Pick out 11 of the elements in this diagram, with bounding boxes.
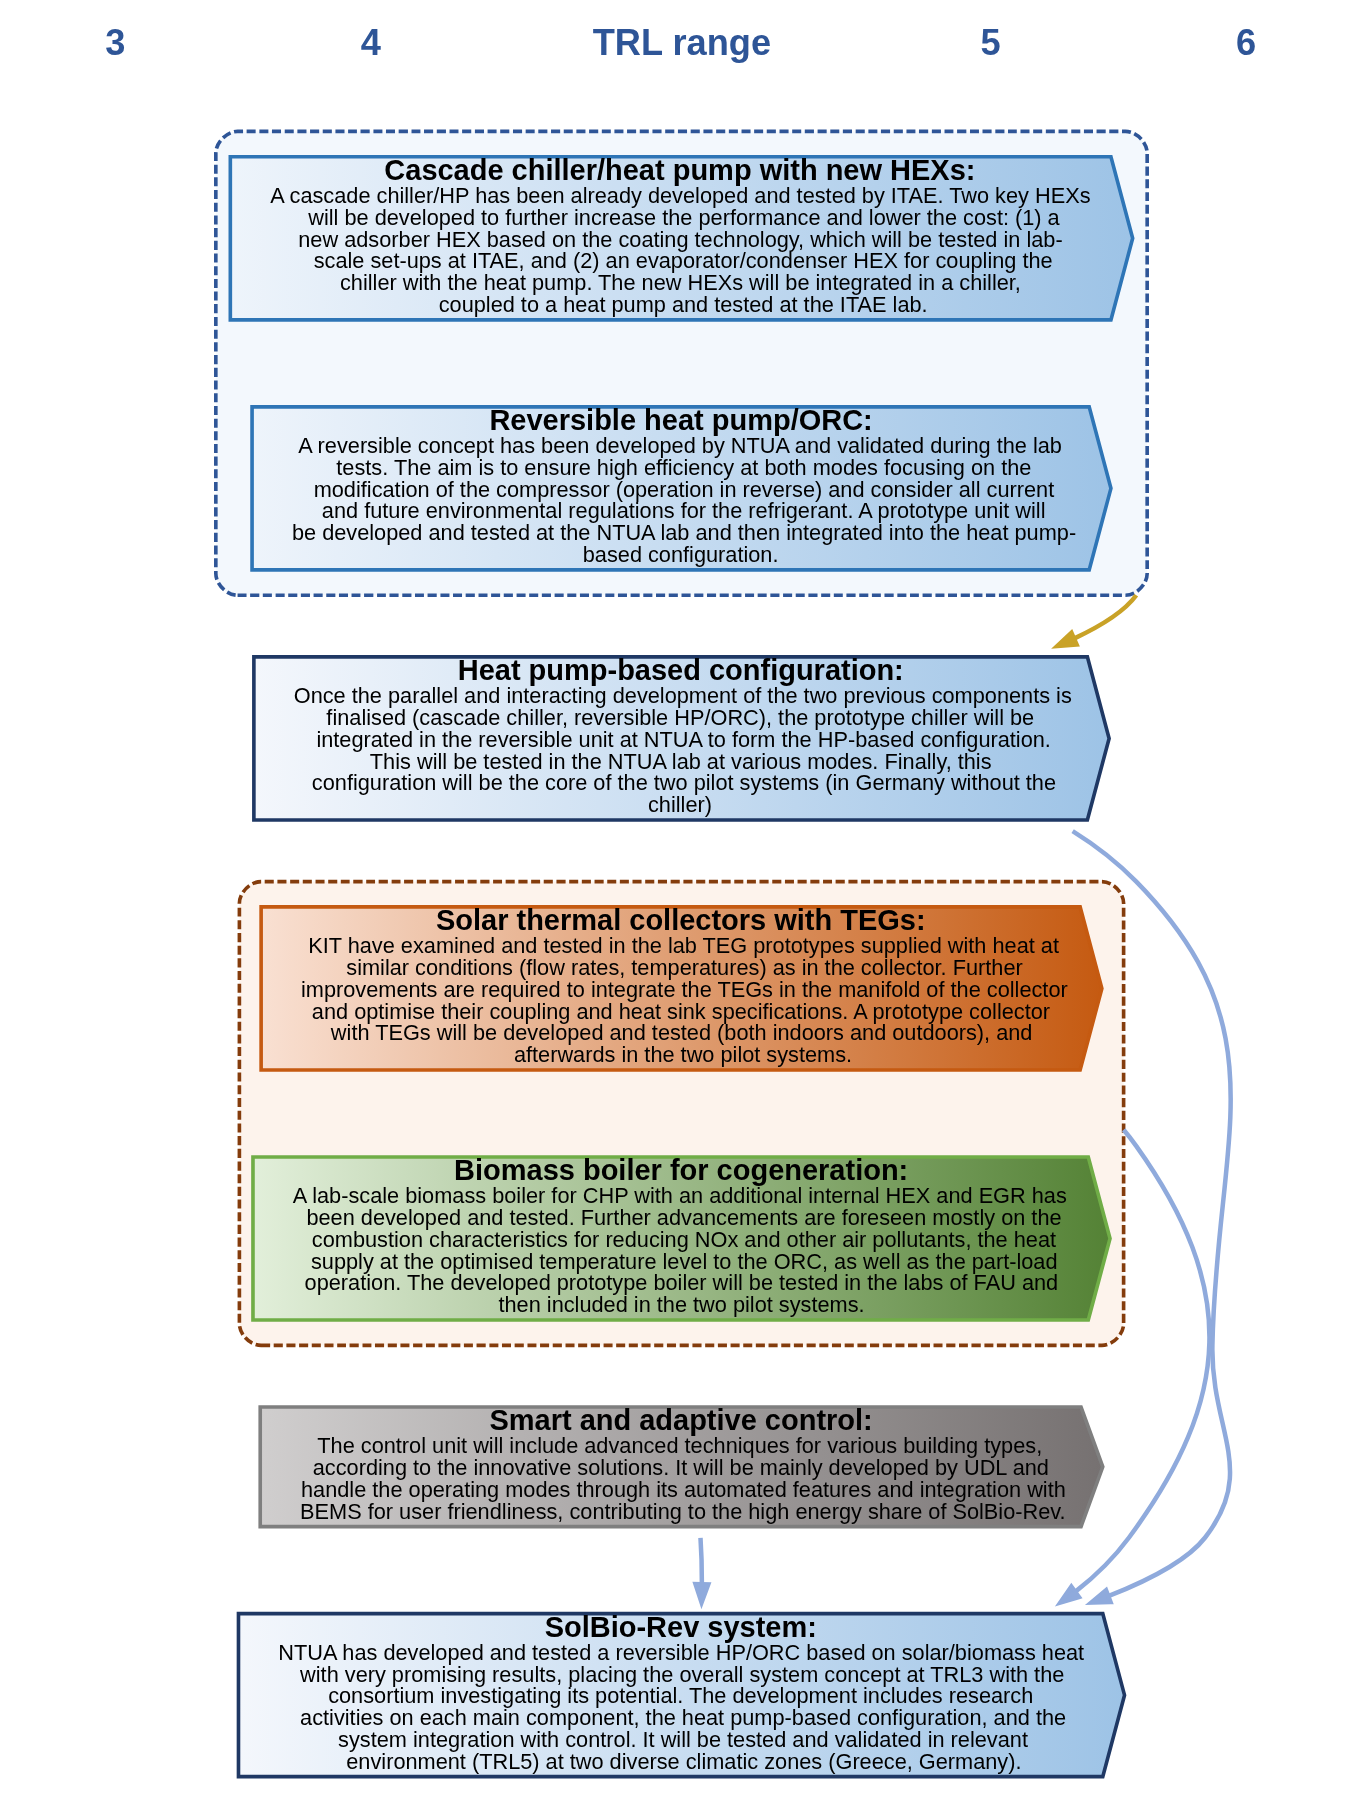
arrow xyxy=(1054,1128,1212,1607)
cluster xyxy=(213,129,1149,598)
cluster xyxy=(237,879,1125,1348)
arrow xyxy=(1050,593,1138,649)
label: 4 xyxy=(360,22,381,64)
arrow xyxy=(1070,829,1233,1605)
arrow xyxy=(691,1537,711,1610)
label: 3 xyxy=(104,22,125,64)
label: 5 xyxy=(979,22,1001,64)
label: TRL range xyxy=(592,22,771,64)
label: 6 xyxy=(1235,22,1256,64)
